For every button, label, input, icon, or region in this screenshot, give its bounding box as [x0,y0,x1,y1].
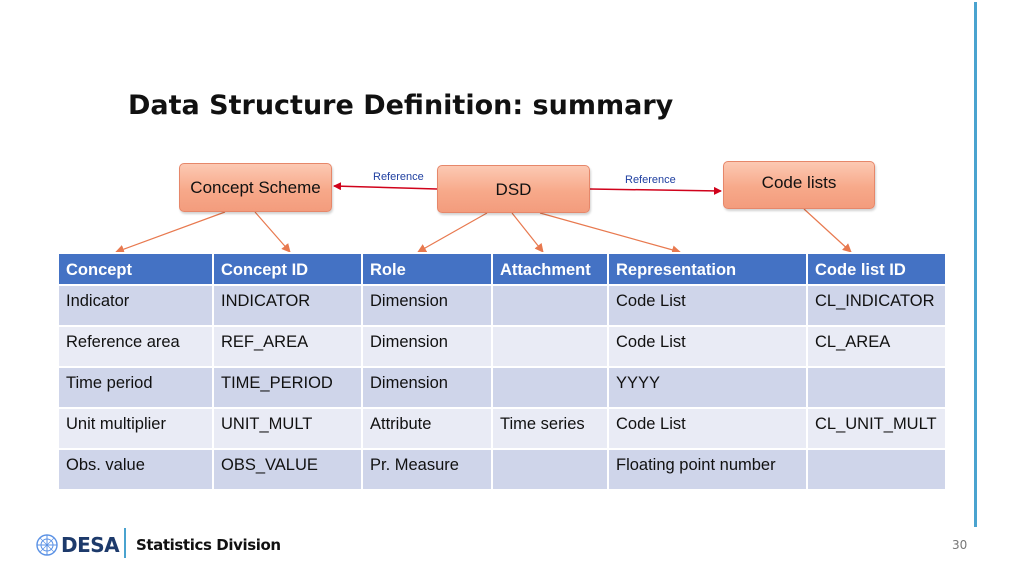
table-cell: TIME_PERIOD [212,366,363,409]
desa-logo: DESA [36,533,120,557]
header-concept: Concept [57,252,214,286]
table-cell: Pr. Measure [361,448,493,491]
code-lists-label: Code lists [761,173,837,192]
footer-separator [124,528,126,558]
table-cell: Dimension [361,366,493,409]
header-concept-id: Concept ID [212,252,363,286]
page-number: 30 [952,538,968,552]
table-cell [491,325,609,368]
table-cell [491,448,609,491]
table-cell: CL_AREA [806,325,947,368]
table-cell [491,366,609,409]
pointer-concept-scheme-to-concept-id [254,211,291,253]
table-cell: Code List [607,284,808,327]
table-cell: Attribute [361,407,493,450]
dsd-summary-table: Concept Concept ID Role Attachment Repre… [57,252,947,491]
table-cell: INDICATOR [212,284,363,327]
table-cell [806,366,947,409]
table-cell: REF_AREA [212,325,363,368]
pointer-dsd-to-attachment [511,212,544,253]
footer-division-label: Statistics Division [136,536,281,554]
table-cell: UNIT_MULT [212,407,363,450]
reference-arrow-to-concept-scheme [333,182,438,191]
table-row: Time period TIME_PERIOD Dimension YYYY [57,366,947,409]
concept-scheme-box: Concept Scheme [179,163,332,212]
slide-title: Data Structure Definition: summary [128,90,674,121]
table-cell: Dimension [361,284,493,327]
dsd-label: DSD [495,180,532,199]
table-cell: Dimension [361,325,493,368]
table-row: Unit multiplier UNIT_MULT Attribute Time… [57,407,947,450]
table-row: Indicator INDICATOR Dimension Code List … [57,284,947,327]
dsd-box: DSD [437,165,590,213]
table-cell: CL_UNIT_MULT [806,407,947,450]
table-cell: CL_INDICATOR [806,284,947,327]
table-row: Reference area REF_AREA Dimension Code L… [57,325,947,368]
table-cell: Reference area [57,325,214,368]
table-cell: Code List [607,325,808,368]
table-cell: Time period [57,366,214,409]
table-cell: Unit multiplier [57,407,214,450]
table-cell: Obs. value [57,448,214,491]
reference-arrow-to-code-lists [589,186,722,195]
slide-right-border [974,2,977,527]
desa-logo-text: DESA [61,533,120,557]
table-cell [491,284,609,327]
un-emblem-icon [36,534,58,556]
table-cell: OBS_VALUE [212,448,363,491]
header-attachment: Attachment [491,252,609,286]
table-cell: Code List [607,407,808,450]
table-cell: Indicator [57,284,214,327]
table-cell: YYYY [607,366,808,409]
header-representation: Representation [607,252,808,286]
pointer-dsd-to-representation [539,212,681,255]
pointer-concept-scheme-to-concept [115,211,226,254]
table-cell [806,448,947,491]
reference-label-right: Reference [625,174,676,186]
pointer-code-lists-to-code-list-id [803,208,852,253]
header-code-list-id: Code list ID [806,252,947,286]
table-cell: Time series [491,407,609,450]
concept-scheme-label: Concept Scheme [190,177,321,197]
table-row: Obs. value OBS_VALUE Pr. Measure Floatin… [57,448,947,491]
code-lists-box: Code lists [723,161,875,209]
table-header-row: Concept Concept ID Role Attachment Repre… [57,252,947,286]
table-cell: Floating point number [607,448,808,491]
header-role: Role [361,252,493,286]
pointer-dsd-to-role [417,212,488,253]
reference-label-left: Reference [373,171,424,183]
